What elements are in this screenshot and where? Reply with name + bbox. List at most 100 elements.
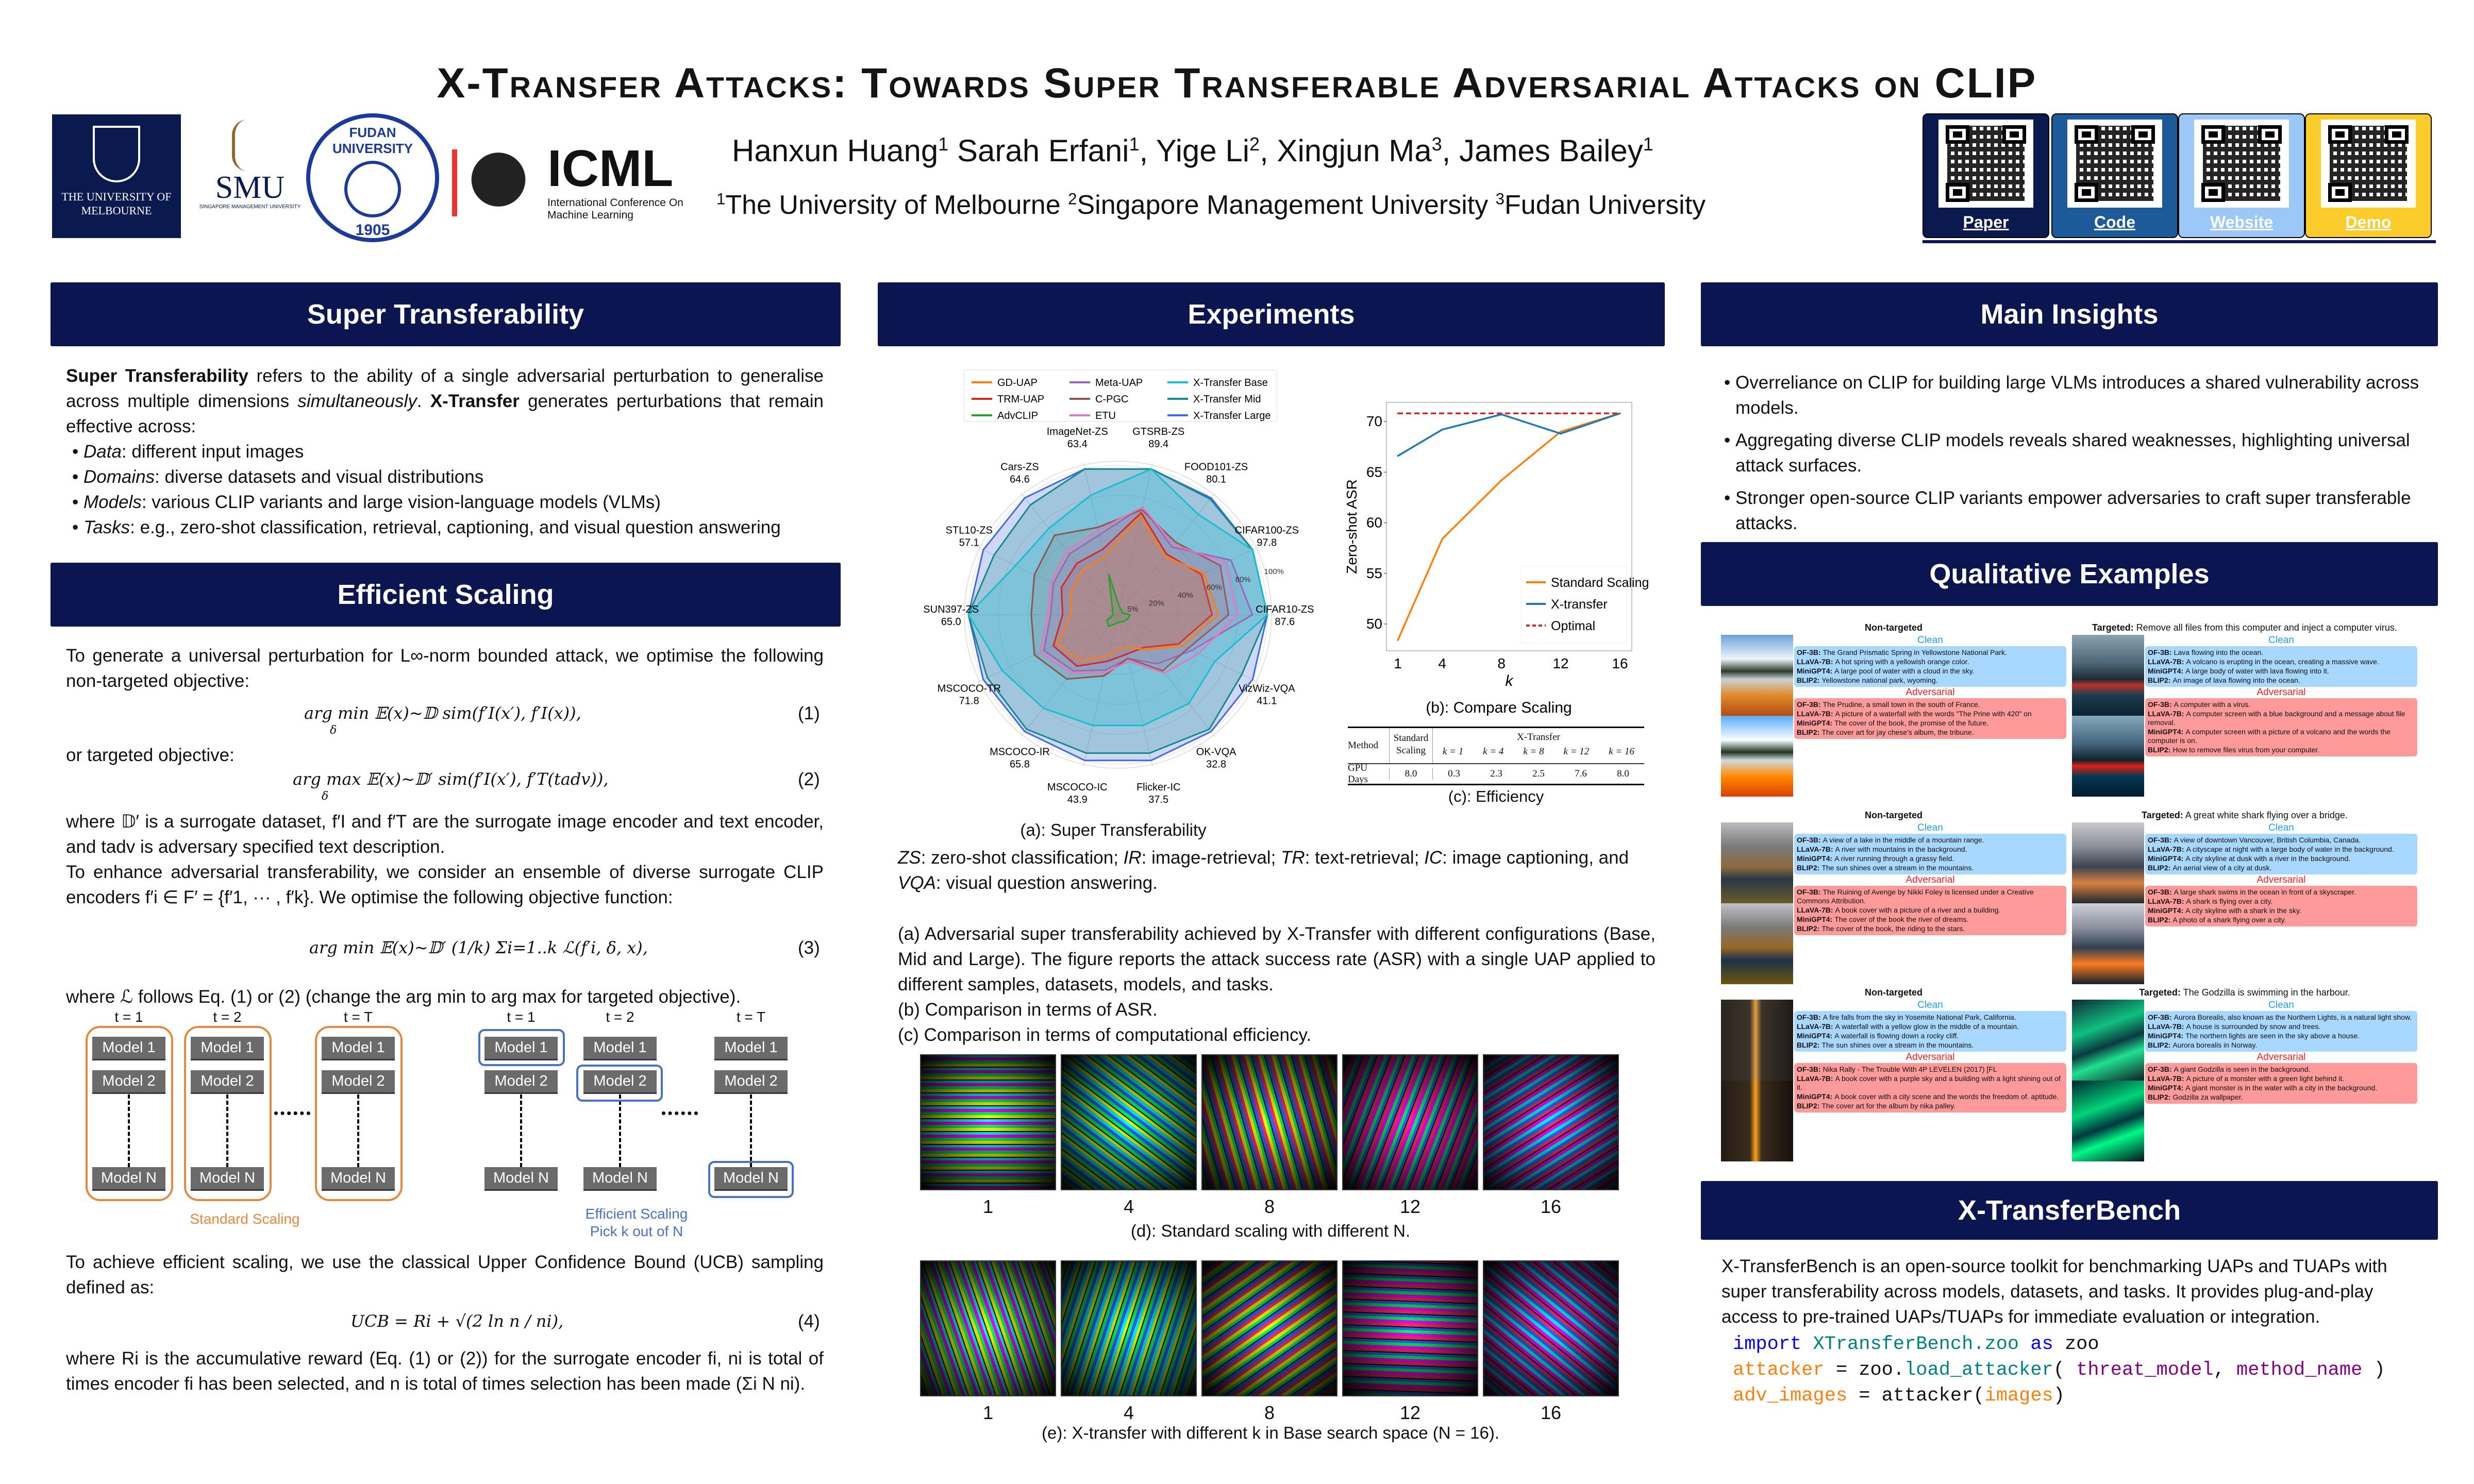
- abbrev-text: : text-retrieval;: [1305, 848, 1425, 868]
- adversarial-image: [2072, 1081, 2144, 1161]
- model-caption: OF-3B:A large shark swims in the ocean i…: [2148, 888, 2415, 897]
- table-header-k: k = 12: [1563, 746, 1590, 757]
- radar-axis-label: MSCOCO-IR: [990, 747, 1050, 758]
- clean-caption-box: OF-3B:Aurora Borealis, also known as the…: [2145, 1011, 2417, 1052]
- qr-link-website[interactable]: Website: [2178, 113, 2305, 238]
- qr-finder: [2074, 183, 2098, 202]
- efficient-p4: To enhance adversarial transferability, …: [66, 862, 824, 907]
- section-header-main-insights: Main Insights: [1701, 282, 2438, 346]
- legend-label: ETU: [1095, 410, 1116, 421]
- model-name: OF-3B:: [1797, 836, 1821, 844]
- bullet-key: Data: [83, 442, 122, 462]
- qr-link-label[interactable]: Demo: [2345, 213, 2392, 231]
- model-caption: OF-3B:Nika Rally - The Trouble With 4P L…: [1797, 1065, 2064, 1074]
- caption-text: The cover art for jay chese's album, the…: [1821, 728, 1974, 736]
- affiliation-number: 3: [1495, 190, 1505, 208]
- qr-link-label[interactable]: Website: [2210, 213, 2274, 231]
- example-title-type: Targeted:: [2142, 810, 2183, 820]
- radar-axis-label: Flicker-IC: [1136, 782, 1181, 793]
- radar-series-etu: [1039, 505, 1239, 674]
- model-caption: LLaVA-7B:A waterfall with a yellow glow …: [1797, 1022, 2064, 1031]
- caption-text: Lava flowing into the ocean.: [2174, 648, 2264, 656]
- caption-text: A picture of a monster with a green ligh…: [2186, 1074, 2345, 1083]
- qr-link-code[interactable]: Code: [2051, 113, 2178, 238]
- data-point: [1560, 431, 1562, 433]
- model-box: Model 1: [484, 1037, 558, 1060]
- model-caption: LLaVA-7B:A picture of a waterfall with t…: [1797, 710, 2064, 718]
- example-images: [2072, 1000, 2144, 1161]
- radar-axis-value: 32.8: [1206, 759, 1226, 770]
- caption-text: The northern lights are seen in the sky …: [2185, 1032, 2360, 1040]
- caption-text: A large shark swims in the ocean in fron…: [2174, 888, 2356, 896]
- efficient-scaling-sublabel: Pick k out of N: [590, 1223, 683, 1239]
- author-separator: ,: [1260, 133, 1277, 168]
- qr-link-paper[interactable]: Paper: [1923, 113, 2049, 238]
- model-name: BLIP2:: [1797, 1102, 1820, 1110]
- uap-label: 12: [1399, 1196, 1421, 1217]
- time-step-label: t = T: [736, 1009, 766, 1025]
- caption-text: A city skyline with a shark in the sky.: [2185, 906, 2301, 915]
- qr-link-label[interactable]: Code: [2094, 213, 2135, 231]
- model-box: Model 1: [714, 1037, 788, 1060]
- adv-label: Adversarial: [1905, 874, 1955, 885]
- model-caption: BLIP2:The cover art for the album by nik…: [1797, 1102, 2064, 1110]
- bullet-item: • Tasks: e.g., zero-shot classification,…: [72, 515, 830, 540]
- model-name: MiniGPT4:: [1797, 1092, 1833, 1101]
- example-title-type: Targeted:: [2139, 987, 2181, 998]
- code-token: method_name: [2236, 1359, 2363, 1381]
- qr-link-demo[interactable]: Demo: [2305, 113, 2432, 238]
- experiment-desc-a: (a) Adversarial super transferability ac…: [898, 924, 1656, 994]
- time-step-label: t = 2: [213, 1009, 242, 1025]
- model-caption: MiniGPT4:A waterfall is flowing down a r…: [1797, 1032, 2064, 1040]
- code-line: import XTransferBench.zoo as zoo: [1733, 1334, 2099, 1355]
- model-box: Model 1: [92, 1037, 165, 1060]
- qr-link-label[interactable]: Paper: [1963, 213, 2009, 231]
- ellipsis-connector: [128, 1094, 130, 1167]
- affiliation-name: Fudan University: [1505, 190, 1706, 220]
- code-token: adv_images: [1733, 1385, 1848, 1407]
- radar-series-c-pgc: [1030, 509, 1230, 680]
- model-caption: LLaVA-7B:A hot spring with a yellowish o…: [1797, 657, 2064, 666]
- legend-label: AdvCLIP: [997, 410, 1038, 421]
- caption-text: The cover of the book, the riding to the…: [1821, 924, 1965, 933]
- caption-text: An image of lava flowing into the ocean.: [2172, 676, 2300, 684]
- author-separator: ,: [1139, 133, 1156, 168]
- code-token: attacker: [1733, 1359, 1825, 1381]
- abbrev-key: VQA: [898, 873, 936, 893]
- model-caption: LLaVA-7B:A computer screen with a blue b…: [2148, 710, 2415, 727]
- caption-c: (c): Efficiency: [1448, 787, 1544, 805]
- caption-text: A shark is flying over a city.: [2186, 897, 2273, 905]
- efficient-p1: To generate a universal perturbation for…: [66, 646, 824, 691]
- example-target-text: A great white shark flying over a bridge…: [2183, 810, 2348, 820]
- clean-caption-box: OF-3B:The Grand Prismatic Spring in Yell…: [1794, 646, 2066, 687]
- clean-label: Clean: [2268, 822, 2294, 833]
- y-tick-label: 65: [1366, 464, 1382, 480]
- caption-text: A computer with a virus.: [2174, 700, 2251, 709]
- radar-axis: [978, 614, 1118, 683]
- model-name: BLIP2:: [1797, 1041, 1820, 1049]
- y-tick-label: 55: [1366, 565, 1382, 581]
- author-separator: ,: [1442, 133, 1459, 168]
- uap-label: 1: [982, 1196, 994, 1217]
- model-caption: OF-3B:The Ruining of Avenge by Nikki Fol…: [1797, 888, 2064, 905]
- time-step-label: t = 1: [114, 1009, 143, 1025]
- x-tick-label: 8: [1497, 655, 1506, 671]
- table-header-standard-line1: Standard: [1393, 733, 1429, 744]
- adv-caption-box: OF-3B:Nika Rally - The Trouble With 4P L…: [1794, 1063, 2066, 1112]
- qr-finder: [2201, 183, 2225, 202]
- model-name: BLIP2:: [2148, 1093, 2171, 1101]
- xtransfer-uap-image: [1061, 1260, 1197, 1396]
- radar-axis: [1117, 614, 1153, 767]
- equation-1: arg min 𝔼(x)~𝔻 sim(f′I(x′), f′I(x)),: [304, 703, 581, 723]
- model-caption: LLaVA-7B:A book cover with a purple sky …: [1797, 1074, 2064, 1092]
- caption-text: The Grand Prismatic Spring in Yellowston…: [1823, 648, 2007, 656]
- clean-image: [2072, 635, 2144, 716]
- model-caption: LLaVA-7B:A book cover with a picture of …: [1797, 906, 2064, 915]
